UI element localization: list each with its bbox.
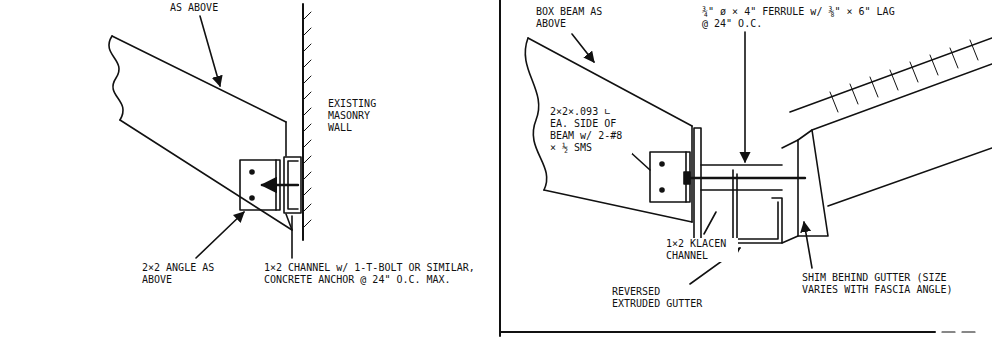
callout-label: 2×2×.093 ∟ EA. SIDE OF BEAM w/ 2-#8 × ½ … [548,106,632,154]
callout-label: 2×2 ANGLE AS ABOVE [140,262,230,286]
callout-label: REVERSED EXTRUDED GUTTER [610,286,710,310]
callout-label: ¾" ø × 4" FERRULE w/ ⅜" × 6" LAG @ 24" O… [700,6,900,30]
callout-label: AS ABOVE [168,2,248,14]
callout-label: EXISTING MASONRY WALL [326,98,402,134]
callout-label: BOX BEAM AS ABOVE [534,6,614,30]
callout-label: SHIM BEHIND GUTTER (SIZE VARIES WITH FAS… [800,272,986,296]
callout-label: 1×2 KLACEN CHANNEL [664,238,738,262]
callout-label: 1×2 CHANNEL w/ 1-T-BOLT OR SIMILAR, CONC… [262,262,490,286]
